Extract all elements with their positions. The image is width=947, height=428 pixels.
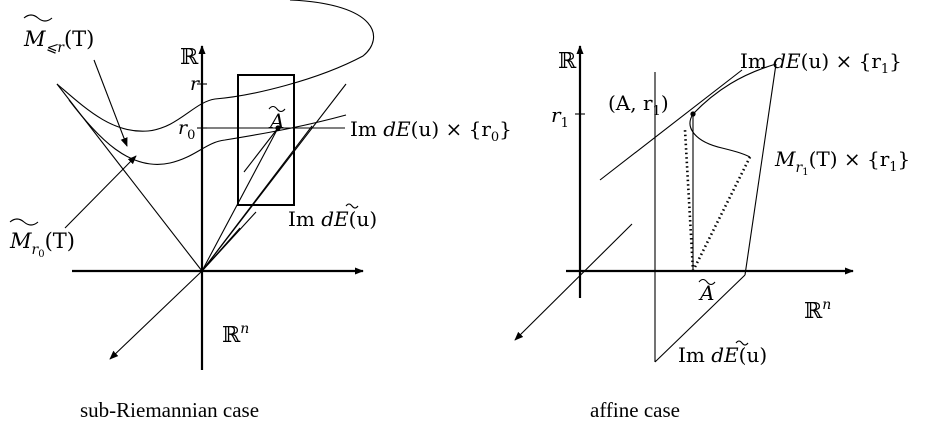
plane-bottom-edge — [654, 274, 746, 363]
arrow-to-upper-surface — [93, 59, 128, 147]
left-caption: sub-Riemannian case — [80, 398, 259, 422]
right-R-label: ℝ — [558, 49, 577, 74]
M-r0-label: Mr0(T) — [9, 218, 75, 260]
svg-text:Im dE(u): Im dE(u) — [288, 207, 377, 231]
tilde-accent — [345, 203, 359, 209]
A-tilde-label-left: A — [268, 105, 286, 133]
tilde-accent — [23, 14, 53, 22]
right-Rn-label: ℝn — [804, 297, 831, 324]
im-dEtilde-left-label: Im dE(u) — [288, 203, 377, 231]
left-Rn-label: ℝn — [222, 321, 249, 348]
upper-surface-curve — [56, 0, 375, 132]
svg-text:M⩽r(T): M⩽r(T) — [23, 27, 94, 56]
surface-inner-curve — [689, 113, 751, 158]
tilde-accent — [735, 340, 749, 346]
im-dE-r1-label: Im dE(u) × {r1} — [740, 49, 902, 77]
svg-text:A: A — [268, 109, 284, 133]
ray-from-A — [243, 127, 279, 173]
lower-surface-curve — [68, 99, 347, 165]
im-dE-r1-line — [599, 69, 743, 181]
left-panel: ℝ r r0 A M⩽r(T) Mr0(T) Im dE(u) × {r0} I… — [9, 0, 512, 422]
M-r1-label: Mr1(T) × {r1} — [774, 147, 910, 178]
arrow-to-lower-surface — [64, 155, 137, 229]
svg-text:Mr0(T): Mr0(T) — [9, 229, 75, 260]
surface-top-curve — [692, 63, 777, 115]
svg-text:A: A — [698, 281, 714, 305]
im-dE-r0-label: Im dE(u) × {r0} — [350, 117, 512, 145]
ray-to-A — [201, 127, 279, 272]
tick-r-label: r — [190, 73, 201, 95]
tick-r1-label: r1 — [551, 103, 569, 131]
ray-steep — [201, 125, 313, 272]
dotted-ray-right — [691, 156, 752, 272]
point-A — [275, 125, 281, 131]
ray-lower — [201, 227, 241, 272]
plane-right-edge — [744, 63, 777, 276]
tilde-accent — [9, 218, 39, 226]
tilde-accent — [698, 278, 716, 286]
im-dEtilde-right-label: Im dE(u) — [678, 340, 767, 367]
box-rectangle — [237, 74, 295, 206]
dotted-ray-left — [683, 129, 695, 272]
tilde-accent — [268, 105, 286, 113]
A-tilde-label-right: A — [698, 278, 716, 305]
A-r1-label: (A, r1) — [608, 91, 669, 119]
M-le-r-label: M⩽r(T) — [23, 14, 94, 56]
point-A-r1 — [690, 111, 696, 117]
svg-text:Im dE(u): Im dE(u) — [678, 343, 767, 367]
tick-r0-label: r0 — [178, 117, 195, 143]
left-R-label: ℝ — [180, 45, 199, 70]
right-caption: affine case — [590, 398, 680, 422]
right-panel: ℝ r1 (A, r1) Im dE(u) × {r1} Mr1(T) × {r… — [514, 45, 910, 422]
left-depth-axis — [109, 270, 203, 360]
right-depth-axis — [514, 223, 633, 341]
